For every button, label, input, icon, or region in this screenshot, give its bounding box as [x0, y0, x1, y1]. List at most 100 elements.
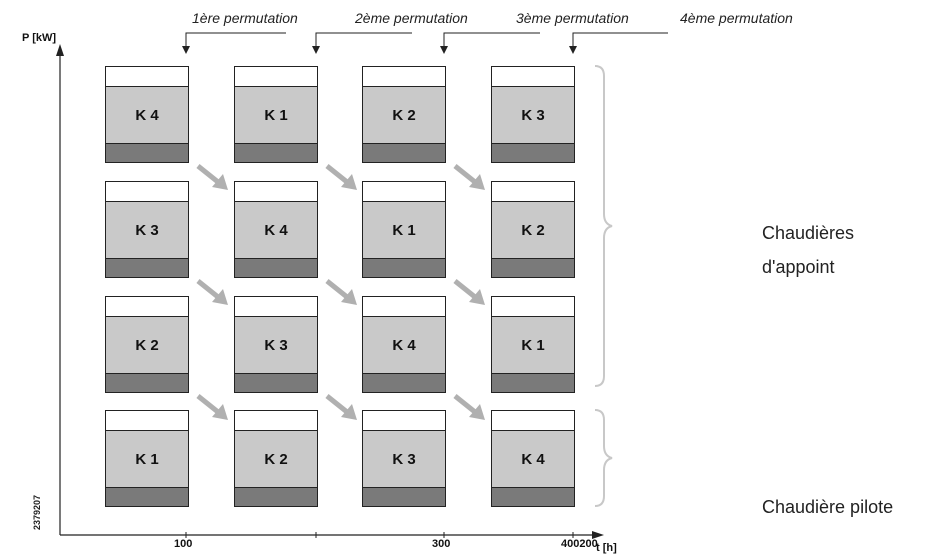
boiler-block: K 1 — [234, 66, 318, 163]
boiler-label: K 3 — [235, 317, 317, 374]
boiler-block: K 3 — [234, 296, 318, 393]
x-axis-label: t [h] — [596, 542, 617, 554]
boiler-block: K 4 — [105, 66, 189, 163]
boiler-label: K 1 — [235, 87, 317, 144]
boiler-base-segment — [492, 374, 574, 392]
permutation-label-3: 3ème permutation — [516, 10, 629, 26]
boiler-block: K 1 — [105, 410, 189, 507]
x-tick-label: 400200 — [561, 538, 598, 550]
boiler-label: K 2 — [235, 431, 317, 488]
bracket-pilote — [594, 409, 613, 507]
boiler-label: K 1 — [363, 202, 445, 259]
y-axis-arrow — [56, 44, 64, 56]
rotation-arrow-icon — [325, 394, 357, 420]
boiler-label: K 4 — [235, 202, 317, 259]
boiler-reserve-segment — [106, 297, 188, 317]
boiler-label: K 4 — [492, 431, 574, 488]
boiler-reserve-segment — [106, 67, 188, 87]
group-label-appoint-line2: d'appoint — [762, 257, 835, 277]
boiler-label: K 3 — [363, 431, 445, 488]
figure-id: 2379207 — [32, 494, 42, 530]
boiler-block: K 4 — [491, 410, 575, 507]
boiler-base-segment — [235, 144, 317, 162]
boiler-label: K 4 — [363, 317, 445, 374]
permutation-label-4: 4ème permutation — [680, 10, 793, 26]
boiler-base-segment — [235, 374, 317, 392]
boiler-label: K 4 — [106, 87, 188, 144]
group-label-appoint-line1: Chaudières — [762, 223, 855, 243]
boiler-base-segment — [363, 259, 445, 277]
boiler-block: K 4 — [234, 181, 318, 278]
boiler-block: K 3 — [491, 66, 575, 163]
boiler-reserve-segment — [492, 182, 574, 202]
boiler-base-segment — [363, 488, 445, 506]
boiler-reserve-segment — [235, 67, 317, 87]
boiler-base-segment — [106, 259, 188, 277]
rotation-arrow-icon — [325, 279, 357, 305]
boiler-label: K 1 — [106, 431, 188, 488]
rotation-arrow-icon — [453, 279, 485, 305]
boiler-block: K 1 — [362, 181, 446, 278]
boiler-block: K 2 — [491, 181, 575, 278]
permutation-pointer-2 — [315, 32, 412, 48]
boiler-base-segment — [492, 259, 574, 277]
boiler-reserve-segment — [235, 411, 317, 431]
boiler-base-segment — [492, 488, 574, 506]
boiler-base-segment — [235, 259, 317, 277]
boiler-block: K 4 — [362, 296, 446, 393]
rotation-arrow-icon — [453, 394, 485, 420]
boiler-reserve-segment — [235, 182, 317, 202]
boiler-block: K 3 — [362, 410, 446, 507]
boiler-reserve-segment — [106, 182, 188, 202]
y-axis-label: P [kW] — [22, 32, 57, 44]
boiler-reserve-segment — [363, 182, 445, 202]
pointer-arrowhead — [569, 46, 577, 54]
boiler-reserve-segment — [492, 67, 574, 87]
pointer-arrowhead — [182, 46, 190, 54]
boiler-reserve-segment — [363, 411, 445, 431]
x-tick-label: 100 — [174, 538, 193, 550]
permutation-pointer-1 — [185, 32, 286, 48]
boiler-reserve-segment — [363, 67, 445, 87]
boiler-base-segment — [106, 374, 188, 392]
boiler-block: K 2 — [234, 410, 318, 507]
pointer-arrowhead — [312, 46, 320, 54]
boiler-base-segment — [492, 144, 574, 162]
rotation-arrow-icon — [196, 279, 228, 305]
boiler-label: K 2 — [492, 202, 574, 259]
rotation-arrow-icon — [196, 394, 228, 420]
boiler-reserve-segment — [106, 411, 188, 431]
boiler-reserve-segment — [492, 411, 574, 431]
boiler-label: K 3 — [106, 202, 188, 259]
boiler-reserve-segment — [235, 297, 317, 317]
boiler-label: K 1 — [492, 317, 574, 374]
boiler-base-segment — [235, 488, 317, 506]
permutation-label-2: 2ème permutation — [355, 10, 468, 26]
boiler-base-segment — [363, 374, 445, 392]
rotation-arrows — [196, 164, 485, 420]
boiler-base-segment — [106, 488, 188, 506]
x-tick-label: 300 — [432, 538, 451, 550]
rotation-arrow-icon — [196, 164, 228, 190]
permutation-pointer-3 — [443, 32, 540, 48]
boiler-block: K 3 — [105, 181, 189, 278]
boiler-block: K 2 — [362, 66, 446, 163]
bracket-appoint — [594, 65, 613, 387]
boiler-label: K 2 — [363, 87, 445, 144]
boiler-base-segment — [106, 144, 188, 162]
boiler-block: K 1 — [491, 296, 575, 393]
pointer-arrowhead — [440, 46, 448, 54]
boiler-reserve-segment — [492, 297, 574, 317]
boiler-label: K 3 — [492, 87, 574, 144]
boiler-label: K 2 — [106, 317, 188, 374]
group-label-pilote: Chaudière pilote — [762, 497, 894, 517]
rotation-arrow-icon — [325, 164, 357, 190]
boiler-reserve-segment — [363, 297, 445, 317]
boiler-block: K 2 — [105, 296, 189, 393]
group-label-appoint: Chaudières d'appoint — [762, 216, 854, 284]
boiler-base-segment — [363, 144, 445, 162]
permutation-pointer-4 — [572, 32, 668, 48]
rotation-arrow-icon — [453, 164, 485, 190]
